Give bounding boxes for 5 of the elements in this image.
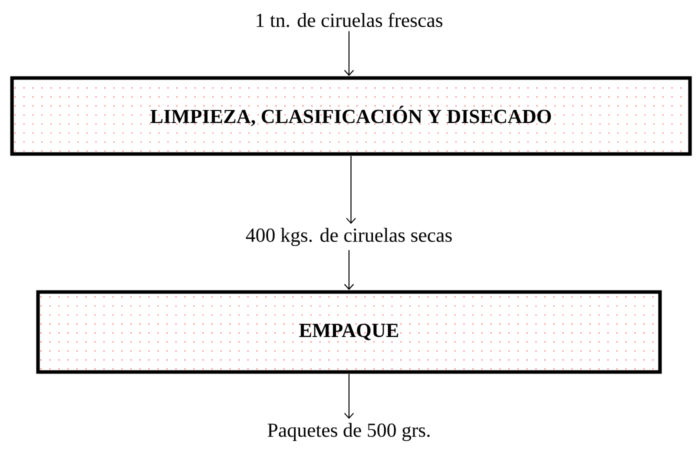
flow-text: Paquetes de 500 grs. [268,422,430,442]
flow-text: 1 tn. de ciruelas frescas [256,12,442,28]
process-box: EMPAQUE [36,290,662,374]
process-box: LIMPIEZA, CLASIFICACIÓN Y DISECADO [10,76,692,156]
flow-text: 400 kgs. de ciruelas secas [246,228,452,246]
